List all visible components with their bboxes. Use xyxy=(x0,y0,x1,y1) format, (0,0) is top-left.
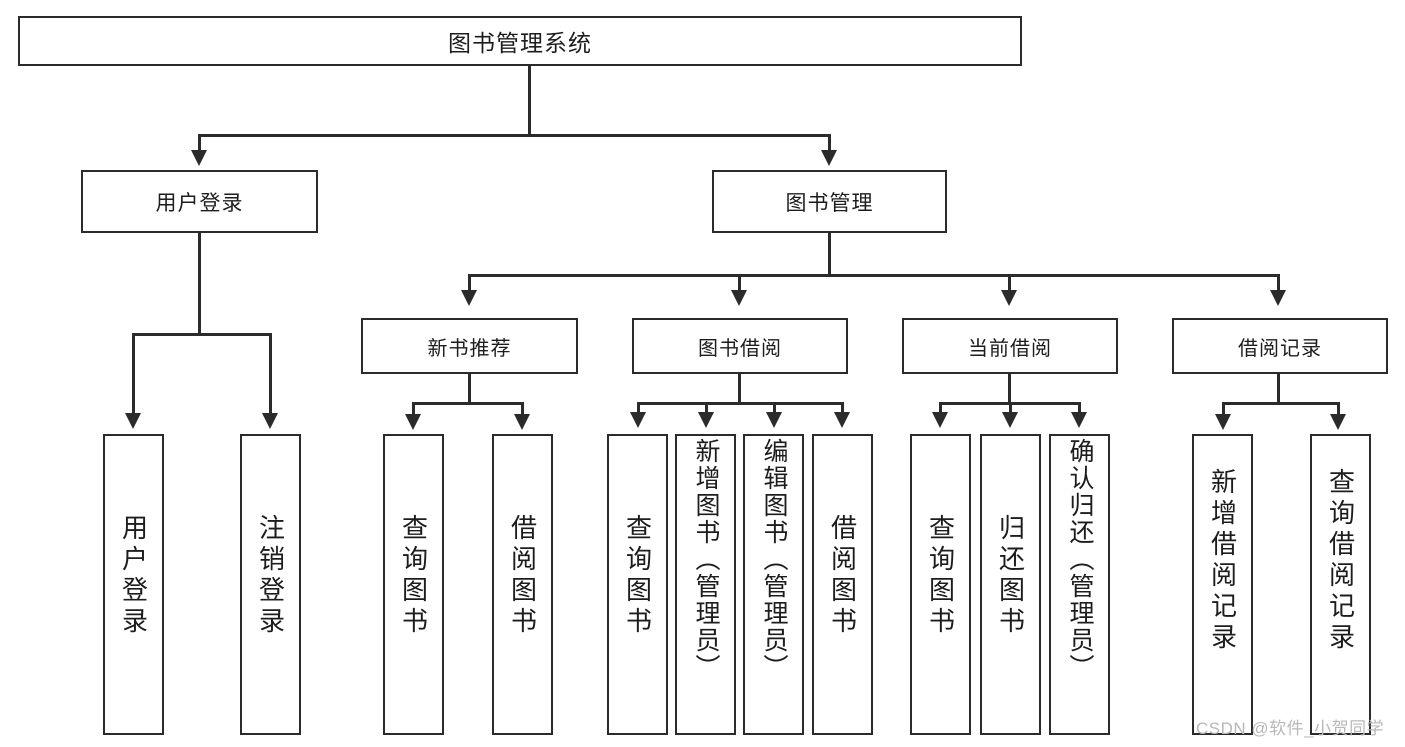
leaf-borrow-book-add[interactable]: 新增图书（管理员） xyxy=(675,434,736,735)
leaf-borrow-book-borrow[interactable]: 借阅图书 xyxy=(812,434,873,735)
node-label: 查询图书 xyxy=(398,514,429,638)
connector-current-borrow-drop-1 xyxy=(939,402,942,414)
connector-book-mgmt-bar xyxy=(468,274,1280,277)
connector-borrow-book-drop-1 xyxy=(637,402,640,414)
arrow-user-login-leaf-1 xyxy=(125,413,141,429)
arrow-current-borrow-leaf-3 xyxy=(1071,412,1087,428)
node-label: 新书推荐 xyxy=(427,337,512,360)
connector-book-mgmt-drop-3 xyxy=(1008,274,1011,292)
arrow-borrow-record-leaf-2 xyxy=(1330,414,1346,430)
connector-new-book-bar xyxy=(412,402,524,405)
node-borrow-record[interactable]: 借阅记录 xyxy=(1172,318,1388,374)
node-label: 注销登录 xyxy=(255,514,286,638)
connector-borrow-book-bar xyxy=(637,402,844,405)
connector-book-mgmt-stem xyxy=(828,233,831,274)
node-label: 图书管理系统 xyxy=(448,30,592,56)
connector-book-mgmt-drop-2 xyxy=(738,274,741,292)
connector-current-borrow-stem xyxy=(1008,374,1011,402)
arrow-book-mgmt-to-new-book xyxy=(461,290,477,306)
connector-borrow-book-drop-4 xyxy=(841,402,844,414)
connector-user-login-drop-2 xyxy=(269,333,272,415)
arrow-borrow-book-leaf-4 xyxy=(834,412,850,428)
leaf-new-book-borrow[interactable]: 借阅图书 xyxy=(492,434,553,735)
leaf-user-login-login[interactable]: 用户登录 xyxy=(103,434,164,735)
node-label: 图书管理 xyxy=(785,191,874,215)
connector-borrow-book-stem xyxy=(738,374,741,402)
leaf-borrow-book-query[interactable]: 查询图书 xyxy=(607,434,668,735)
connector-borrow-record-stem xyxy=(1277,374,1280,402)
arrow-current-borrow-leaf-1 xyxy=(932,412,948,428)
node-label: 查询图书 xyxy=(925,514,956,638)
node-label: 确认归还（管理员） xyxy=(1066,438,1094,681)
arrow-new-book-leaf-2 xyxy=(514,414,530,430)
connector-new-book-drop-2 xyxy=(521,402,524,416)
node-user-login[interactable]: 用户登录 xyxy=(81,170,318,233)
connector-user-login-bar xyxy=(132,333,272,336)
node-label: 用户登录 xyxy=(155,191,244,215)
arrow-root-to-book-mgmt xyxy=(821,150,837,166)
connector-borrow-book-drop-3 xyxy=(773,402,776,414)
connector-book-mgmt-drop-4 xyxy=(1277,274,1280,292)
node-label: 查询借阅记录 xyxy=(1325,468,1356,654)
connector-book-mgmt-drop-1 xyxy=(468,274,471,292)
arrow-root-to-user-login xyxy=(191,150,207,166)
leaf-current-borrow-query[interactable]: 查询图书 xyxy=(910,434,971,735)
arrow-book-mgmt-to-borrow-book xyxy=(731,290,747,306)
node-current-borrow[interactable]: 当前借阅 xyxy=(902,318,1118,374)
node-label: 借阅图书 xyxy=(507,514,538,638)
connector-current-borrow-drop-2 xyxy=(1009,402,1012,414)
node-label: 借阅图书 xyxy=(827,514,858,638)
connector-new-book-stem xyxy=(468,374,471,402)
node-label: 当前借阅 xyxy=(968,337,1052,360)
connector-root-stem xyxy=(528,66,531,134)
connector-borrow-record-drop-1 xyxy=(1222,402,1225,416)
node-label: 借阅记录 xyxy=(1238,337,1322,360)
arrow-borrow-record-leaf-1 xyxy=(1215,414,1231,430)
arrow-borrow-book-leaf-3 xyxy=(766,412,782,428)
arrow-book-mgmt-to-borrow-record xyxy=(1270,290,1286,306)
leaf-borrow-book-edit[interactable]: 编辑图书（管理员） xyxy=(743,434,804,735)
arrow-borrow-book-leaf-2 xyxy=(698,412,714,428)
connector-user-login-stem xyxy=(198,233,201,333)
node-label: 新增图书（管理员） xyxy=(692,438,720,681)
node-book-management[interactable]: 图书管理 xyxy=(712,170,947,233)
node-label: 图书借阅 xyxy=(698,337,782,360)
arrow-current-borrow-leaf-2 xyxy=(1002,412,1018,428)
connector-borrow-record-drop-2 xyxy=(1337,402,1340,416)
connector-user-login-drop-1 xyxy=(132,333,135,415)
leaf-current-borrow-return[interactable]: 归还图书 xyxy=(980,434,1041,735)
node-root-system[interactable]: 图书管理系统 xyxy=(18,16,1022,66)
node-label: 查询图书 xyxy=(622,514,653,638)
arrow-user-login-leaf-2 xyxy=(262,413,278,429)
connector-root-bar xyxy=(198,134,831,137)
arrow-book-mgmt-to-current-borrow xyxy=(1001,290,1017,306)
arrow-new-book-leaf-1 xyxy=(405,414,421,430)
connector-borrow-book-drop-2 xyxy=(705,402,708,414)
watermark-text: CSDN @软件_小贺同学 xyxy=(1196,719,1385,738)
node-book-borrow[interactable]: 图书借阅 xyxy=(632,318,848,374)
csdn-watermark: CSDN @软件_小贺同学 xyxy=(1196,714,1384,739)
node-new-book-recommend[interactable]: 新书推荐 xyxy=(361,318,578,374)
leaf-current-borrow-confirm[interactable]: 确认归还（管理员） xyxy=(1049,434,1110,735)
connector-root-to-book-mgmt xyxy=(828,134,831,152)
leaf-new-book-query[interactable]: 查询图书 xyxy=(383,434,444,735)
connector-root-to-user-login xyxy=(198,134,201,152)
leaf-user-login-logout[interactable]: 注销登录 xyxy=(240,434,301,735)
connector-new-book-drop-1 xyxy=(412,402,415,416)
node-label: 编辑图书（管理员） xyxy=(760,438,788,681)
arrow-borrow-book-leaf-1 xyxy=(630,412,646,428)
connector-borrow-record-bar xyxy=(1222,402,1340,405)
leaf-borrow-record-query[interactable]: 查询借阅记录 xyxy=(1310,434,1371,735)
node-label: 归还图书 xyxy=(995,514,1026,638)
connector-current-borrow-drop-3 xyxy=(1078,402,1081,414)
leaf-borrow-record-add[interactable]: 新增借阅记录 xyxy=(1192,434,1253,735)
node-label: 用户登录 xyxy=(118,514,149,638)
node-label: 新增借阅记录 xyxy=(1207,468,1238,654)
